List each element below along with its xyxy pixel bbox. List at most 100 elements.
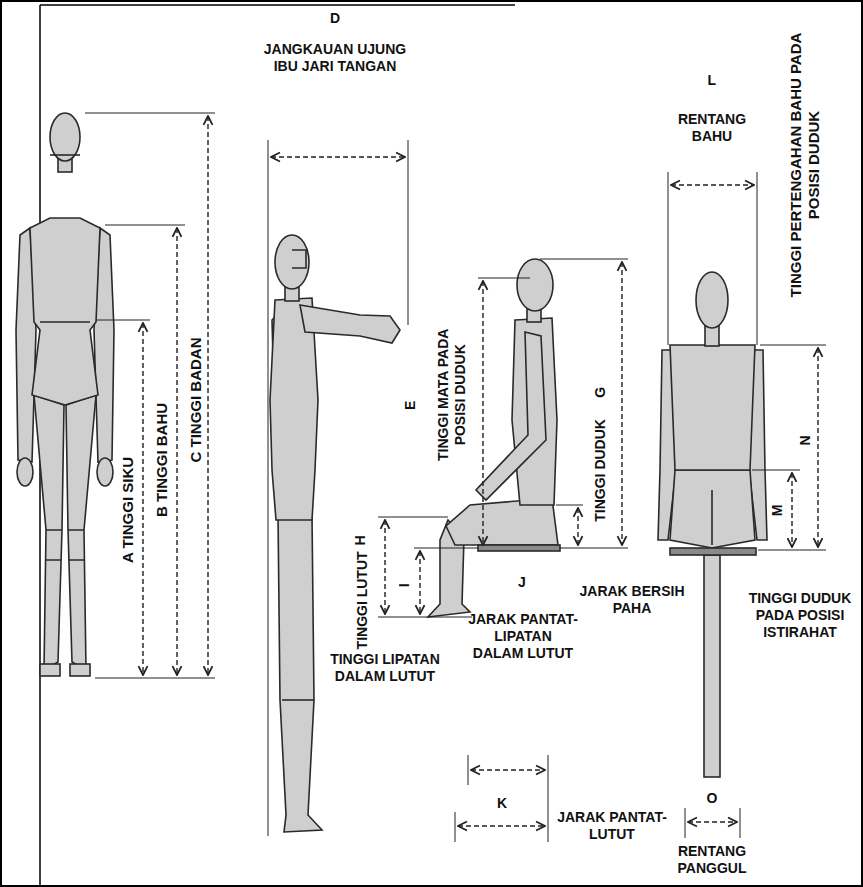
dimension-label: TINGGI DUDUK PADA POSISI ISTIRAHAT	[744, 590, 856, 640]
dimension-lines-front-part	[85, 113, 215, 114]
back-seated-figure-part	[670, 470, 755, 548]
dimension-lines-seated-part	[471, 769, 545, 770]
dimension-lines-seated-part	[478, 278, 530, 279]
dimension-lines-seated-part	[540, 259, 628, 260]
back-seated-figure-part	[705, 326, 719, 346]
dimension-lines-reach-part	[408, 140, 409, 325]
side-standing-figure-part	[275, 235, 309, 289]
dimension-label: JARAK PANTAT-LUTUT	[552, 809, 672, 843]
dimension-lines-seated-part	[482, 281, 483, 545]
dimension-lines-reach	[268, 140, 408, 836]
back-seated-figure-part	[711, 490, 713, 545]
dimension-lines-back-part	[685, 808, 686, 838]
dimension-lines-seated-part	[548, 755, 549, 842]
dimension-lines-seated-part	[419, 551, 420, 614]
dimension-lines-front-part	[96, 320, 150, 321]
dimension-label: C TINGGI BADAN	[186, 338, 204, 463]
front-standing-figure-part	[45, 559, 85, 561]
side-seated-figure	[428, 259, 560, 617]
dimension-lines-back-part	[760, 345, 826, 346]
front-standing-figure-part	[50, 154, 80, 156]
dimension-lines-back-part	[752, 470, 800, 471]
front-standing-figure-part	[50, 113, 80, 161]
dimension-lines-back-part	[757, 172, 758, 345]
side-standing-figure-part	[300, 305, 400, 343]
dimension-label: TINGGI LIPATAN DALAM LUTUT	[320, 651, 450, 685]
side-standing-figure-part	[282, 699, 314, 701]
letter-label: L	[708, 72, 717, 89]
dimension-lines-seated-part	[577, 508, 578, 545]
front-standing-figure-part	[34, 395, 64, 670]
front-standing-figure-part	[46, 529, 84, 531]
letter-label: M	[769, 504, 786, 516]
dimension-lines-front	[85, 113, 215, 678]
frame-part	[40, 4, 515, 6]
dimension-label: TINGGI PERTENGAHAN BAHU PADA POSISI DUDU…	[787, 25, 823, 305]
dimension-lines-front-part	[95, 678, 215, 679]
letter-label: D	[330, 10, 340, 27]
front-standing-figure-part	[66, 395, 96, 670]
front-standing-figure-part	[40, 664, 60, 676]
letter-label: O	[707, 790, 718, 807]
dimension-lines-seated-part	[414, 548, 478, 549]
side-seated-figure-part	[517, 259, 553, 311]
front-standing-figure-part	[30, 218, 100, 405]
dimension-lines-reach-part	[271, 156, 405, 157]
front-standing-figure-part	[17, 458, 33, 486]
dimension-lines-seated	[378, 259, 628, 842]
dimension-lines-front-part	[207, 116, 208, 675]
dimension-lines-front-part	[105, 225, 185, 226]
dimension-lines-back-part	[791, 473, 792, 547]
front-standing-figure-part	[40, 321, 90, 323]
letter-label: I	[396, 583, 413, 587]
dimension-lines-front-part	[176, 228, 177, 675]
dimension-lines-seated-part	[621, 262, 622, 545]
dimension-label: RENTANG BAHU	[667, 111, 757, 145]
dimension-label: A TINGGI SIKU	[119, 457, 137, 563]
dimension-lines-seated-part	[468, 755, 469, 785]
side-standing-figure	[270, 235, 400, 832]
side-seated-figure-part	[478, 545, 560, 551]
back-seated-figure-part	[696, 272, 728, 328]
letter-label: N	[797, 435, 814, 445]
letter-label: E	[402, 400, 419, 409]
dimension-lines-back-part	[758, 550, 826, 551]
dimension-label: RENTANG PANGGUL	[657, 843, 767, 877]
dimension-lines-back-part	[817, 348, 818, 547]
dimension-lines-front-part	[142, 323, 143, 675]
dimension-lines-seated-part	[458, 825, 545, 826]
letter-label: J	[518, 574, 526, 591]
dimension-label: TINGGI MATA PADA POSISI DUDUK	[435, 320, 469, 470]
dimension-label: JANGKAUAN UJUNG IBU JARI TANGAN	[250, 41, 420, 75]
back-seated-figure-part	[704, 555, 720, 777]
dimension-label: B TINGGI BAHU	[153, 403, 171, 517]
side-standing-figure-part	[292, 250, 306, 268]
letter-label: G	[592, 386, 609, 397]
dimension-lines-seated-part	[560, 548, 628, 549]
dimension-label: JARAK PANTAT-LIPATAN DALAM LUTUT	[468, 611, 578, 661]
dimension-lines-seated-part	[556, 505, 583, 506]
dimension-lines-back-part	[740, 808, 741, 838]
back-seated-figure	[658, 272, 767, 777]
letter-label: H	[352, 535, 369, 545]
dimension-lines-seated-part	[384, 520, 385, 614]
side-standing-figure-part	[278, 515, 322, 832]
dimension-lines-seated-part	[378, 517, 448, 518]
letter-label: K	[497, 795, 507, 812]
dimension-label: TINGGI DUDUK	[591, 419, 608, 522]
dimension-label: TINGGI LUTUT	[354, 551, 371, 649]
front-standing-figure-part	[70, 664, 90, 676]
side-seated-figure-part	[476, 332, 546, 500]
dimension-lines-reach-part	[268, 140, 269, 836]
front-standing-figure-part	[97, 458, 113, 486]
back-seated-figure-part	[670, 345, 755, 470]
dimension-lines-seated-part	[378, 617, 472, 618]
dimension-lines-back-part	[688, 821, 737, 822]
dimension-lines-seated-part	[455, 812, 456, 842]
back-seated-figure-part	[670, 548, 756, 555]
front-standing-figure	[16, 113, 114, 676]
